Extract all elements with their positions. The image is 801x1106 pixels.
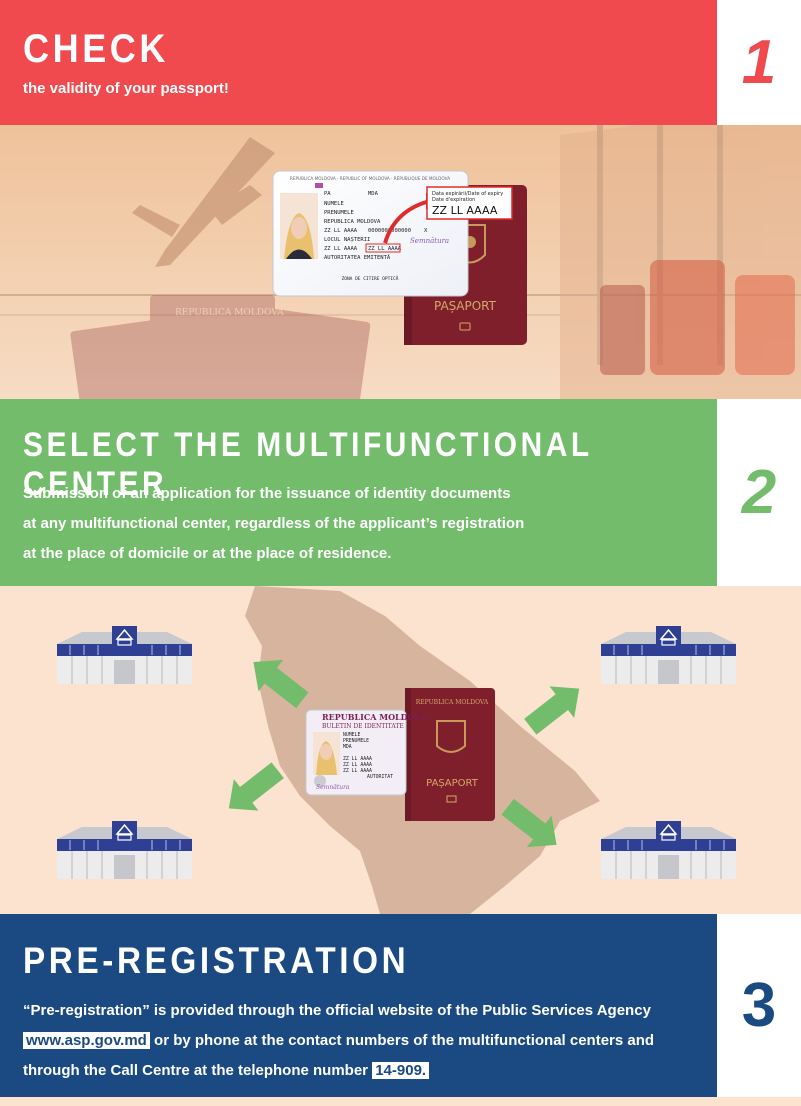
- id-card-2: REPUBLICA MOLDOVA BULETIN DE IDENTITATE …: [305, 709, 427, 796]
- card-2-given-name: PRENUMELE: [343, 738, 369, 744]
- passport-label: PAȘAPORT: [434, 299, 497, 313]
- card-2-issue-date: ZZ LL AAAA: [343, 762, 372, 768]
- passport-check-illustration: REPUBLICA MOLDOVA PAȘAPORT REPUBLICA MOL…: [0, 125, 801, 399]
- card-authority: AUTORITATEA EMITENTĂ: [324, 254, 391, 261]
- card-mrz-zone: ZONA DE CITIRE OPTICĂ: [342, 275, 399, 282]
- arrow-icon: [383, 199, 431, 244]
- step-3-number: 3: [741, 971, 777, 1040]
- card-given-name: PRENUMELE: [324, 210, 354, 216]
- card-photo: [280, 193, 318, 259]
- airplane-icon: [132, 137, 275, 267]
- card-2-birth-date: ZZ LL AAAA: [343, 756, 372, 762]
- passport-2-label: PAȘAPORT: [426, 778, 479, 789]
- section-3-text-part-3: or by phone at the contact numbers of th…: [23, 1032, 655, 1079]
- callout-label-1: Data expirării/Date of expiry: [432, 191, 503, 197]
- section-3-text-part-1: “Pre-registration” is provided through t…: [23, 1002, 651, 1019]
- phone-number[interactable]: 14-909.: [372, 1062, 430, 1079]
- section-2-header: SELECT THE MULTIFUNCTIONAL CENTER Submis…: [0, 399, 801, 586]
- website-link[interactable]: www.asp.gov.md: [23, 1032, 150, 1049]
- card-2-doc-type: BULETIN DE IDENTITATE: [322, 723, 404, 730]
- mfc-building-top-left: [56, 625, 193, 685]
- passport-2-country: REPUBLICA MOLDOVA: [416, 699, 489, 706]
- card-birth-date: ZZ LL AAAA: [324, 228, 358, 234]
- card-2-authority: AUTORITAT: [367, 774, 393, 780]
- section-1-text: the validity of your passport!: [23, 80, 229, 97]
- card-field-2: MDA: [368, 191, 379, 197]
- section-1-title: CHECK: [23, 27, 170, 71]
- id-card: REPUBLICA MOLDOVA · REPUBLIC OF MOLDOVA …: [272, 170, 469, 297]
- section-3-title: PRE-REGISTRATION: [23, 940, 410, 981]
- step-2-number: 2: [741, 458, 777, 527]
- card-birth-place: LOCUL NAȘTERII: [324, 237, 370, 243]
- bg-passports: REPUBLICA MOLDOVA: [70, 295, 371, 399]
- step-3-box: 3: [717, 914, 801, 1097]
- card-2-expiry-date: ZZ LL AAAA: [343, 768, 372, 774]
- mfc-building-bottom-left: [56, 820, 193, 880]
- card-sex: X: [424, 228, 428, 234]
- section-3-header: PRE-REGISTRATION “Pre-registration” is p…: [0, 914, 801, 1097]
- card-2-surname: NUMELE: [343, 732, 360, 738]
- section-3-text: “Pre-registration” is provided through t…: [23, 996, 703, 1086]
- card-2-signature: Semnătura: [316, 784, 350, 791]
- card-issue-date: ZZ LL AAAA: [324, 246, 358, 252]
- callout-value: ZZ LL AAAA: [432, 204, 498, 217]
- card-field-1: PA: [324, 191, 331, 197]
- section-2-title: SELECT THE MULTIFUNCTIONAL CENTER: [23, 426, 593, 503]
- card-nationality: REPUBLICA MOLDOVA: [324, 219, 381, 225]
- mfc-building-top-right: [600, 625, 737, 685]
- suitcases: [600, 260, 795, 375]
- card-expiry-date: ZZ LL AAAA: [368, 246, 402, 252]
- card-2-country: REPUBLICA MOLDOVA: [322, 712, 427, 722]
- card-2-photo: [313, 732, 340, 775]
- callout-label-2: Date d'expiration: [432, 197, 475, 203]
- bg-passport-text: REPUBLICA MOLDOVA: [175, 308, 284, 318]
- section-2-line-1: Submission of an application for the iss…: [23, 485, 511, 502]
- card-2-nationality: MDA: [343, 744, 352, 750]
- multifunctional-centers-illustration: REPUBLICA MOLDOVA PAȘAPORT REPUBLICA MOL…: [0, 586, 801, 914]
- section-2-line-2: at any multifunctional center, regardles…: [23, 515, 525, 532]
- passport-booklet-2: REPUBLICA MOLDOVA PAȘAPORT: [405, 688, 495, 821]
- step-2-box: 2: [717, 399, 801, 586]
- step-1-number: 1: [741, 28, 777, 97]
- card-surname: NUMELE: [324, 201, 344, 207]
- card-signature: Semnătura: [410, 237, 449, 245]
- step-1-box: 1: [717, 0, 801, 125]
- mfc-building-bottom-right: [600, 820, 737, 880]
- expiry-callout: Data expirării/Date of expiry Date d'exp…: [426, 186, 513, 220]
- section-1-header: CHECK the validity of your passport! 1: [0, 0, 801, 125]
- card-country: REPUBLICA MOLDOVA · REPUBLIC OF MOLDOVA …: [290, 176, 450, 181]
- section-2-line-3: at the place of domicile or at the place…: [23, 545, 392, 562]
